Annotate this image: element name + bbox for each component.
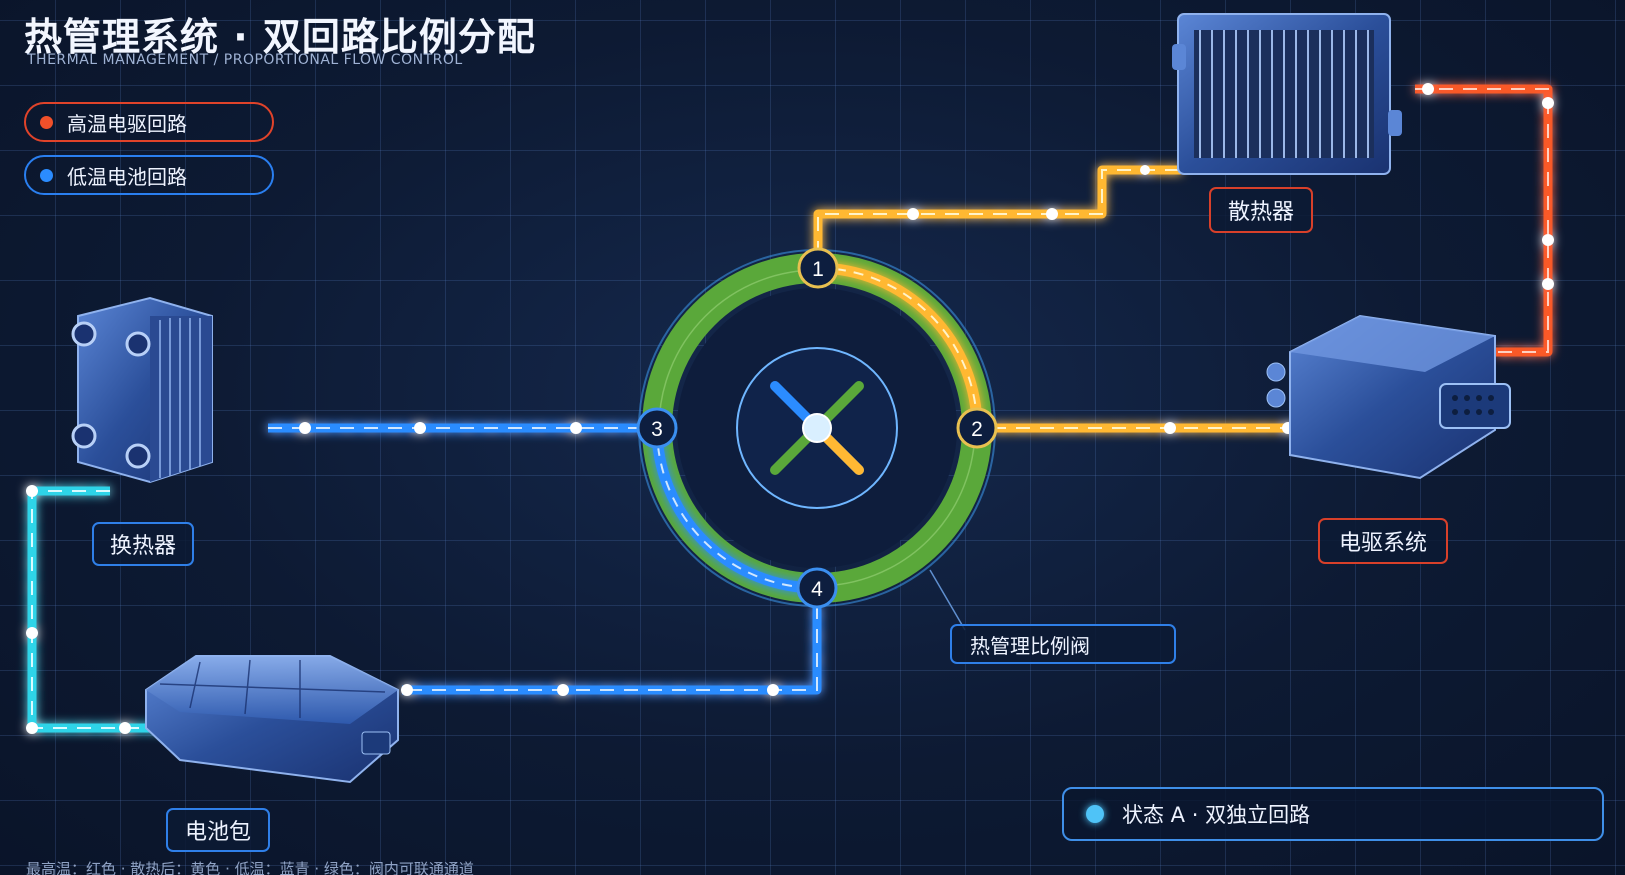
flow-node (26, 485, 38, 497)
svg-text:4: 4 (811, 578, 823, 601)
status-dot-icon (1086, 805, 1104, 823)
flow-node (570, 422, 582, 434)
legend-label: 低温电池回路 (67, 164, 187, 189)
radiator-icon[interactable] (1172, 13, 1402, 175)
flow-node (1164, 422, 1176, 434)
flow-node (907, 208, 919, 220)
svg-text:3: 3 (651, 418, 663, 441)
motor-icon[interactable] (1266, 314, 1511, 480)
battery-icon[interactable] (145, 655, 399, 784)
cold-loop-pipe (268, 422, 822, 696)
footnote: 最高温：红色 · 散热后：黄色 · 低温：蓝青 · 绿色：阀内可联通通道 (26, 860, 474, 875)
heat-exchanger-icon[interactable] (71, 296, 213, 484)
proportional-valve[interactable] (638, 249, 996, 607)
hot-loop-pipe (1415, 83, 1554, 357)
red-dot-icon (40, 115, 53, 129)
flow-node (1140, 165, 1150, 175)
status-text: 状态 A · 双独立回路 (1122, 803, 1311, 827)
valve-callout-line (929, 569, 966, 631)
flow-node (401, 684, 413, 696)
flow-node (1542, 234, 1554, 246)
heat-exchanger-label: 换热器 (92, 522, 194, 566)
page-title: 热管理系统 · 双回路比例分配 (24, 15, 536, 59)
battery-label: 电池包 (166, 808, 270, 852)
valve-port-1[interactable]: 1 (797, 247, 839, 289)
flow-node (767, 684, 779, 696)
valve-port-2[interactable]: 2 (956, 407, 998, 449)
legend-item-cold-loop[interactable]: 低温电池回路 (24, 155, 274, 195)
flow-node (557, 684, 569, 696)
flow-node (1046, 208, 1058, 220)
flow-node (414, 422, 426, 434)
valve-port-3[interactable]: 3 (636, 407, 678, 449)
page-subtitle: THERMAL MANAGEMENT / PROPORTIONAL FLOW C… (27, 52, 463, 68)
svg-text:2: 2 (971, 418, 983, 441)
valve-rotor-icon (802, 413, 832, 443)
svg-text:1: 1 (812, 258, 824, 281)
blue-dot-icon (40, 168, 53, 182)
status-badge: 状态 A · 双独立回路 (1062, 787, 1604, 841)
flow-node (1422, 83, 1434, 95)
cyan-loop-pipe (26, 485, 182, 734)
flow-node (26, 627, 38, 639)
flow-node (1542, 97, 1554, 109)
flow-node (299, 422, 311, 434)
legend-label: 高温电驱回路 (67, 111, 187, 136)
flow-node (119, 722, 131, 734)
valve-label: 热管理比例阀 (950, 624, 1176, 664)
flow-node (1542, 278, 1554, 290)
flow-node (26, 722, 38, 734)
motor-label: 电驱系统 (1318, 518, 1448, 564)
radiator-label: 散热器 (1209, 187, 1313, 233)
valve-port-4[interactable]: 4 (796, 567, 838, 609)
legend-item-hot-loop[interactable]: 高温电驱回路 (24, 102, 274, 142)
